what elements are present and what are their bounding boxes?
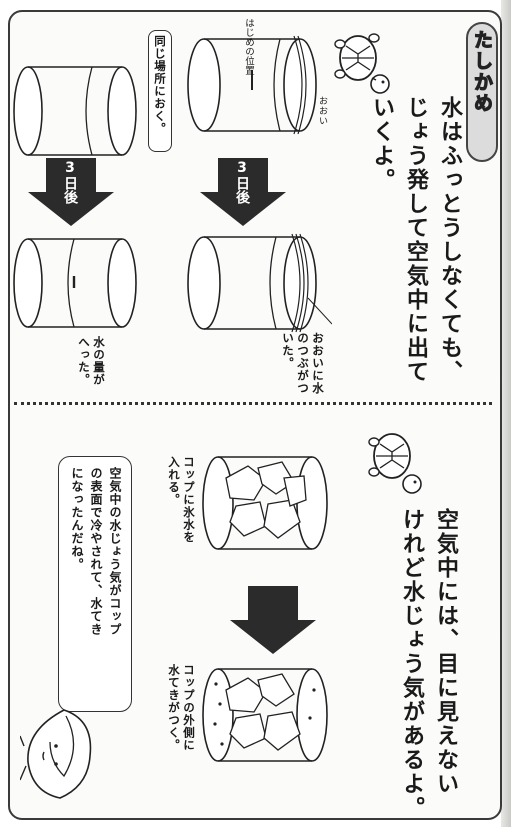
badge-label: たしかめ (470, 29, 493, 114)
down-arrow-icon (230, 586, 316, 654)
bottom-arrow-label: 3日後 (62, 160, 78, 204)
turtle-icon (334, 33, 390, 94)
ice-water-jar (202, 456, 328, 550)
covered-jar-after (187, 233, 332, 333)
section2-heading: 空気中には、目に見えない けれど水じょう気があるよ。 (399, 508, 458, 820)
explanation-bubble: 空気中の水じょう気がコップ の表面で冷やされて、水てき になったんだね。 (58, 456, 132, 712)
explanation-text: 空気中の水じょう気がコップ の表面で冷やされて、水てき になったんだね。 (70, 467, 122, 636)
open-jar-before (13, 66, 137, 156)
droplets-caption: コップの外側に 水てきがつく。 (167, 664, 196, 752)
result-bottom-caption: 水の量が へった。 (77, 336, 106, 386)
down-arrow-icon (200, 158, 286, 226)
top-arrow-label: 3日後 (234, 160, 250, 204)
girl-avatar-icon (20, 709, 92, 799)
turtle-icon (368, 433, 422, 494)
section-divider (14, 402, 492, 405)
covered-jar-before (187, 35, 317, 135)
open-jar-after (13, 238, 137, 328)
ice-water-jar-droplets (202, 668, 328, 762)
section1-heading: 水はふっとうしなくても、 じょう発して空気中に出て いくよ。 (369, 96, 462, 384)
badge-tashikame: たしかめ (466, 22, 498, 162)
water-mark-label: はじめの位置 (243, 18, 254, 75)
result-top-caption: おおいに水 のつぶがつ いた。 (281, 332, 325, 395)
down-arrow-icon (28, 158, 114, 226)
same-place-label: 同じ場所におく。 (153, 35, 167, 135)
scan-edge (501, 0, 511, 827)
ice-water-caption: コップに氷水を 入れる。 (167, 456, 196, 544)
cover-label: おおい (317, 96, 327, 126)
same-place-label-box: 同じ場所におく。 (148, 30, 172, 152)
